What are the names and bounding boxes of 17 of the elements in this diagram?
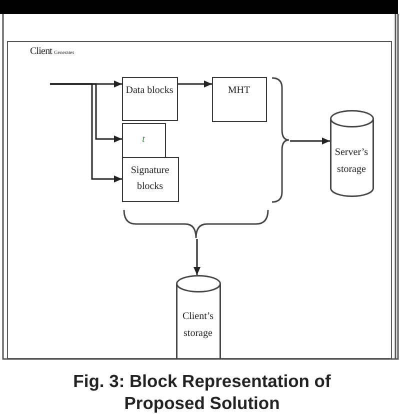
process-box (212, 76, 266, 122)
arrow (50, 83, 122, 182)
box-label: t (141, 133, 146, 147)
curly-brace (122, 208, 268, 238)
curly-brace (270, 76, 290, 202)
box-label: Signature blocks (130, 164, 170, 194)
box-label: Data blocks (124, 84, 174, 98)
arrow (178, 80, 212, 88)
process-box (122, 122, 166, 158)
process-box (122, 156, 178, 202)
cylinder-label: Server’s storage (334, 146, 370, 177)
arrow (290, 138, 330, 144)
cylinder-label: Client’s storage (181, 310, 215, 340)
process-box (122, 76, 178, 120)
figure-caption: Fig. 3: Block Representation of Proposed Solution (72, 370, 332, 414)
box-label: MHT (226, 84, 252, 98)
arrow (194, 239, 200, 275)
